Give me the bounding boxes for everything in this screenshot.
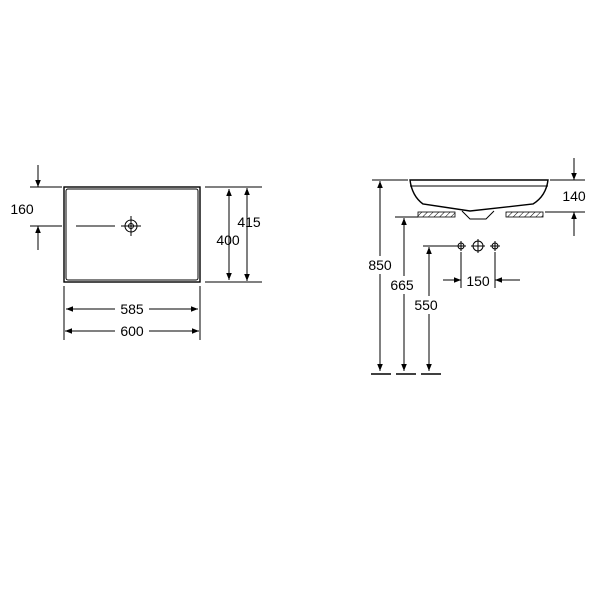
dim-150-label: 150 (466, 273, 490, 289)
dim-585-label: 585 (120, 301, 144, 317)
drain-icon (121, 216, 141, 236)
side-view: 140 850 665 550 (364, 158, 586, 375)
dim-400-label: 400 (216, 232, 240, 248)
dim-600-label: 600 (120, 323, 144, 339)
basin-bowl-profile (409, 179, 549, 212)
drain-outlet (461, 210, 495, 220)
basin-outer-outline (63, 186, 201, 283)
dim-160-label: 160 (10, 201, 34, 217)
dim-415-label: 415 (237, 214, 261, 230)
plan-view: 160 415 400 585 600 (10, 165, 262, 340)
countertop-left (417, 211, 456, 218)
dim-850-label: 850 (368, 257, 392, 273)
dim-665-label: 665 (390, 277, 414, 293)
tap-connection-right-icon (490, 241, 500, 251)
tap-connection-left-icon (456, 241, 466, 251)
countertop-right (505, 211, 544, 218)
dim-140-label: 140 (562, 188, 586, 204)
basin-inner-outline (65, 188, 199, 281)
dim-550-label: 550 (414, 297, 438, 313)
tap-connection-center-icon (471, 239, 485, 253)
